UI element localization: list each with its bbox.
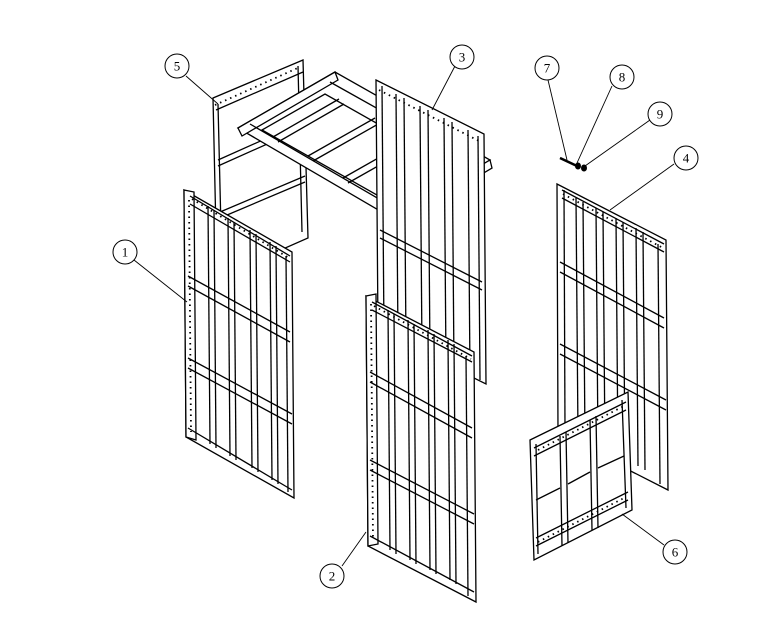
leader-1 (133, 259, 188, 303)
leader-3 (431, 65, 456, 111)
leader-6 (621, 513, 665, 546)
balloon-5: 5 (164, 53, 190, 79)
right-side-wall-frame (375, 78, 487, 386)
balloon-1: 1 (112, 239, 138, 265)
part-1-left-wall-panel (183, 188, 295, 500)
balloon-4-label: 4 (683, 151, 690, 166)
leader-9 (584, 119, 651, 167)
part-7-bolt (559, 156, 578, 168)
part-2-front-wall-panel (365, 293, 477, 604)
balloon-9-label: 9 (657, 107, 664, 122)
part-6-door-panel (529, 390, 633, 562)
balloon-1-label: 1 (122, 245, 129, 260)
balloon-7: 7 (534, 55, 560, 81)
leader-7 (547, 79, 568, 161)
balloon-6: 6 (662, 539, 688, 565)
balloon-9: 9 (647, 101, 673, 127)
leader-4 (609, 163, 675, 211)
balloon-5-label: 5 (174, 59, 181, 74)
balloon-2-label: 2 (329, 569, 336, 584)
balloon-3-label: 3 (459, 50, 466, 65)
balloon-7-label: 7 (544, 61, 551, 76)
balloon-8-label: 8 (619, 70, 626, 85)
balloon-2: 2 (319, 563, 345, 589)
balloon-4: 4 (673, 145, 699, 171)
balloon-8: 8 (609, 64, 635, 90)
balloon-3: 3 (449, 44, 475, 70)
leader-lines (133, 65, 675, 567)
leader-5 (185, 75, 219, 105)
balloon-6-label: 6 (672, 545, 679, 560)
part-9-nut (581, 164, 587, 172)
part-8-washer (575, 162, 581, 170)
leader-2 (341, 531, 367, 567)
leader-8 (576, 85, 613, 164)
